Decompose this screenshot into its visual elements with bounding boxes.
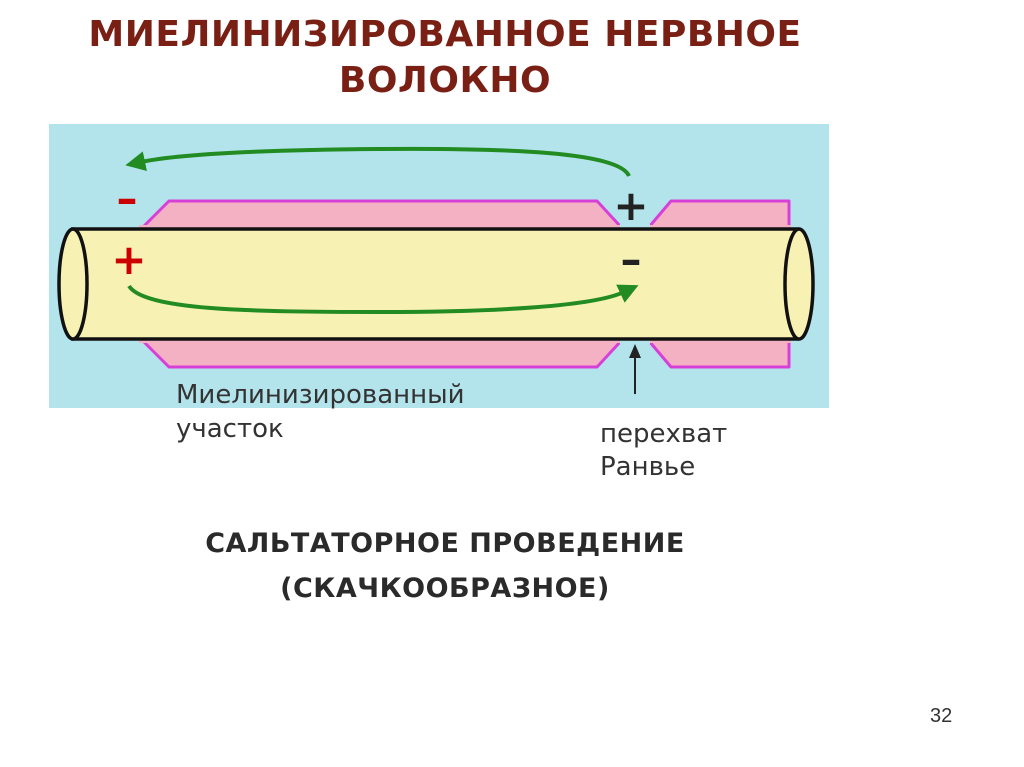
nerve-fiber-diagram: – + + – xyxy=(49,124,829,408)
axon-body xyxy=(71,229,799,339)
label-node-of-ranvier-line-1: перехват xyxy=(600,419,728,449)
myelin-sheath-top-right xyxy=(647,199,791,229)
myelin-sheath-bottom-right xyxy=(647,339,791,369)
label-node-of-ranvier-line-2: Ранвье xyxy=(600,452,696,482)
slide-title-line-2: ВОЛОКНО xyxy=(338,60,552,101)
page-number: 32 xyxy=(930,705,953,727)
charge-top-left: – xyxy=(117,174,138,223)
arrow-up-icon xyxy=(629,344,641,358)
charge-top-node: + xyxy=(613,181,648,230)
charge-inner-node: – xyxy=(621,235,642,284)
axon-left-end xyxy=(57,227,89,341)
myelin-sheath-bottom-left xyxy=(141,339,623,369)
axon-right-end xyxy=(783,227,815,341)
label-myelinated-segment-line-1: Миелинизированный xyxy=(176,380,465,410)
label-myelinated-segment-line-2: участок xyxy=(176,414,284,444)
arrow-right-icon xyxy=(127,284,639,315)
slide-title-line-1: МИЕЛИНИЗИРОВАННОЕ НЕРВНОЕ xyxy=(88,14,802,55)
subtitle-line-1: САЛЬТАТОРНОЕ ПРОВЕДЕНИЕ xyxy=(205,528,685,559)
myelin-sheath-top-left xyxy=(141,199,623,229)
subtitle-line-2: (СКАЧКООБРАЗНОЕ) xyxy=(280,573,610,604)
arrow-left-icon xyxy=(125,146,631,178)
charge-inner-left: + xyxy=(111,235,146,284)
